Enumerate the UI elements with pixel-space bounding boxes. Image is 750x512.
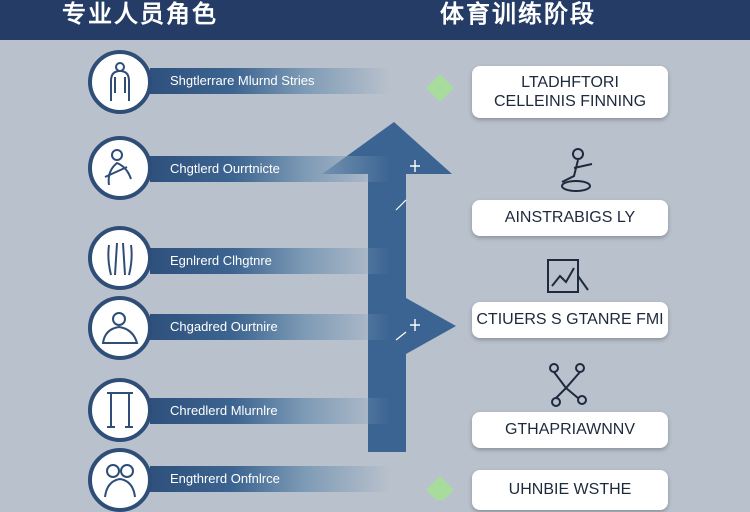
result-box-3: CTIUERS S GTANRE FMI (472, 302, 668, 338)
result-line: CTIUERS S GTANRE FMI (476, 311, 664, 329)
result-line: CELLEINIS FINNING (493, 93, 647, 110)
back-massage-icon (88, 50, 152, 114)
result-line: LTADHFTORI (521, 73, 619, 91)
result-box-2: AINSTRABIGS LY (472, 200, 668, 236)
stage-label-6: Engthrerd Onfnlrce (170, 471, 280, 486)
stage-banner-5: Chredlerd Mlurnlre (150, 398, 390, 424)
stage-banner-4: Chgadred Ourtnire (150, 314, 390, 340)
stage-label-2: Chgtlerd Ourrtnicte (170, 161, 280, 176)
accent-diamond-bottom (426, 476, 454, 500)
result-line: UHNBIE WSTHE (508, 481, 632, 499)
stage-label-4: Chgadred Ourtnire (170, 319, 278, 334)
physio-stretch-icon (88, 136, 152, 200)
flow-arrows (322, 74, 456, 500)
main-flow-arrow (322, 122, 452, 452)
stage-label-1: Shgtlerrare Mlurnd Stries (170, 73, 315, 88)
stage-banner-1: Shgtlerrare Mlurnd Stries (150, 68, 390, 94)
result-box-1: LTADHFTORI CELLEINIS FINNING (472, 66, 668, 118)
leg-therapy-icon (88, 378, 152, 442)
side-arrow (406, 298, 456, 354)
stage-banner-2: Chgtlerd Ourrtnicte (150, 156, 390, 182)
header-right-title: 体育训练阶段 (440, 0, 596, 28)
stage-label-3: Egnlrerd Clhgtnre (170, 253, 272, 268)
spine-therapy-icon (88, 448, 152, 512)
shoulder-massage-icon (88, 296, 152, 360)
chart-board-icon (547, 259, 589, 293)
header-left-title: 专业人员角色 (62, 0, 218, 28)
accent-diamond-top (426, 74, 454, 102)
header-bar: 专业人员角色 体育训练阶段 (0, 0, 750, 40)
neck-therapy-icon (88, 226, 152, 290)
result-line: AINSTRABIGS LY (504, 209, 636, 227)
exercise-figure-icon (561, 148, 593, 192)
stage-banner-6: Engthrerd Onfnlrce (150, 466, 390, 492)
stage-banner-3: Egnlrerd Clhgtnre (150, 248, 390, 274)
stage-label-5: Chredlerd Mlurnlre (170, 403, 278, 418)
result-box-5: UHNBIE WSTHE (472, 470, 668, 510)
result-box-4: GTHAPRIAWNNV (472, 412, 668, 448)
equipment-icon (549, 363, 587, 407)
tick-mark (410, 160, 420, 172)
result-line: GTHAPRIAWNNV (504, 421, 636, 439)
